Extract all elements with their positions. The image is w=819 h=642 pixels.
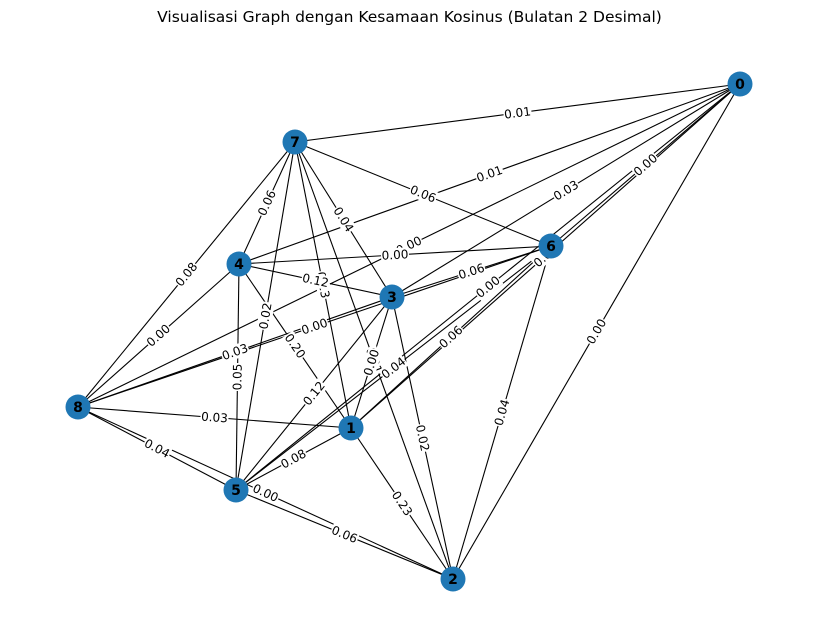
node-2: 2 xyxy=(440,566,466,592)
edge-label-8-1: 0.03 xyxy=(200,409,229,426)
edge-label-text: 0.06 xyxy=(457,261,487,282)
edge-labels-layer: 0.010.010.030.000.000.000.000.000.060.06… xyxy=(141,104,661,547)
edge-label-0-4: 0.01 xyxy=(473,162,506,186)
node-7: 7 xyxy=(282,129,308,155)
edge-label-5-2: 0.06 xyxy=(328,522,361,547)
edge-label-text: 0.02 xyxy=(256,302,274,331)
edge-label-0-7: 0.01 xyxy=(502,104,533,122)
edge-label-7-3: 0.04 xyxy=(330,203,357,236)
edge-label-7-5: 0.02 xyxy=(256,301,275,331)
node-circle xyxy=(223,477,249,503)
node-label: 1 xyxy=(346,421,356,437)
nodes-layer: 0 1 2 3 4 5 6 7 8 xyxy=(65,71,753,592)
edge-label-text: 0.06 xyxy=(329,523,359,546)
edge-label-3-2: 0.02 xyxy=(412,422,433,454)
node-circle xyxy=(538,233,564,259)
edge-label-6-3: 0.06 xyxy=(456,260,487,283)
edge-label-text: 0.00 xyxy=(631,151,660,179)
node-circle xyxy=(282,129,308,155)
node-label: 7 xyxy=(290,135,300,151)
edge-label-8-5: 0.04 xyxy=(141,435,173,462)
node-3: 3 xyxy=(379,284,405,310)
node-circle xyxy=(440,566,466,592)
edge-label-text: 0.06 xyxy=(255,188,279,218)
edge-label-text: 0.04 xyxy=(492,398,513,428)
edge-label-text: 0.01 xyxy=(475,163,505,185)
edge-label-text: 0.00 xyxy=(300,316,330,338)
edge-label-6-2: 0.04 xyxy=(491,397,513,428)
edge-label-text: 0.12 xyxy=(301,271,330,290)
edge-label-text: 0.08 xyxy=(173,260,201,290)
edge-label-3-8: 0.03 xyxy=(219,340,251,364)
edge-label-text: 0.03 xyxy=(220,341,250,363)
edge-label-3-5: 0.12 xyxy=(299,378,329,409)
edge-label-4-6: 0.00 xyxy=(380,247,410,263)
node-4: 4 xyxy=(226,251,252,277)
edge-label-7-4: 0.06 xyxy=(254,187,280,219)
edge-label-6-8: 0.00 xyxy=(298,315,331,338)
node-1: 1 xyxy=(338,415,364,441)
edge-label-text: 0.00 xyxy=(250,481,280,505)
node-label: 5 xyxy=(231,483,241,499)
node-circle xyxy=(379,284,405,310)
edge-label-text: 0.04 xyxy=(379,354,409,381)
edge-label-text: 0.01 xyxy=(503,104,531,121)
edge-label-1-5: 0.08 xyxy=(277,446,310,472)
chart-title: Visualisasi Graph dengan Kesamaan Kosinu… xyxy=(157,8,662,26)
edge-label-text: 0.03 xyxy=(201,409,229,425)
edge-label-7-8: 0.08 xyxy=(172,259,201,290)
node-circle xyxy=(65,394,91,420)
node-label: 0 xyxy=(735,77,745,93)
edge-label-1-2: 0.23 xyxy=(388,487,416,520)
node-circle xyxy=(338,415,364,441)
edge-label-4-8: 0.00 xyxy=(143,320,174,351)
edge-label-text: 0.12 xyxy=(300,379,328,409)
edge-label-text: 0.02 xyxy=(413,423,432,452)
edge-label-0-2: 0.00 xyxy=(583,315,610,348)
node-6: 6 xyxy=(538,233,564,259)
edge-label-4-3: 0.12 xyxy=(300,270,331,291)
node-label: 2 xyxy=(448,572,458,588)
node-0: 0 xyxy=(727,71,753,97)
edge-label-4-5: 0.05 xyxy=(230,362,245,392)
edge-label-text: 0.00 xyxy=(144,321,173,349)
edge-label-text: 0.00 xyxy=(381,247,408,263)
node-circle xyxy=(226,251,252,277)
node-label: 8 xyxy=(73,400,83,416)
node-label: 6 xyxy=(546,239,556,255)
edge-label-6-5: 0.04 xyxy=(378,353,409,383)
node-label: 4 xyxy=(234,257,244,273)
node-label: 3 xyxy=(387,290,397,306)
edge-label-text: 0.00 xyxy=(473,273,503,301)
node-circle xyxy=(727,71,753,97)
edge-label-0-3: 0.03 xyxy=(550,177,582,204)
edge-label-text: 0.05 xyxy=(230,364,244,391)
node-8: 8 xyxy=(65,394,91,420)
edge-label-0-6: 0.00 xyxy=(630,150,661,180)
node-5: 5 xyxy=(223,477,249,503)
